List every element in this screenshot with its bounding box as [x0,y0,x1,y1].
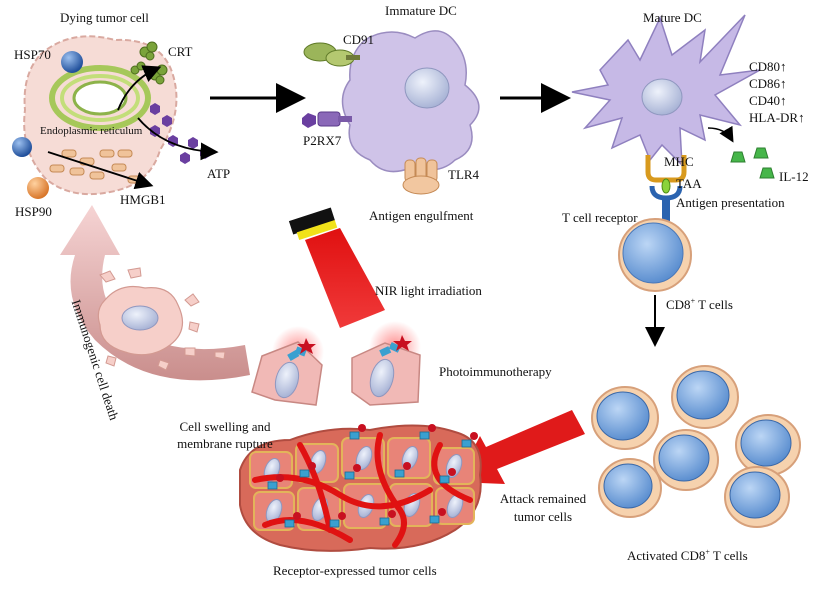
t-cell [618,218,692,292]
immature-dc [302,30,480,195]
label-t-cell-receptor: T cell receptor [562,210,638,225]
label-photoimmunotherapy: Photoimmunotherapy [439,364,552,379]
dying-tumor-cell [12,35,219,199]
label-receptor-expressed-tumor-cells: Receptor-expressed tumor cells [273,563,437,578]
mature-dc [571,14,775,292]
label-dying-tumor-cell: Dying tumor cell [60,10,149,25]
pit-cell-right [351,321,421,406]
label-tlr4: TLR4 [448,167,480,182]
pit-cell-left [251,326,324,406]
label-p2rx7: P2RX7 [303,133,342,148]
activated-t-cells [591,365,801,528]
label-cd80: CD80↑ [749,59,787,74]
cd91-receptor [303,42,360,67]
label-antigen-presentation: Antigen presentation [676,195,785,210]
label-taa: TAA [676,176,702,191]
label-crt: CRT [168,44,193,59]
label-hsp90: HSP90 [15,204,52,219]
label-membrane-rupture: membrane rupture [177,436,273,451]
label-antigen-engulfment: Antigen engulfment [369,208,474,223]
label-cd91: CD91 [343,32,375,47]
label-hsp70: HSP70 [14,47,51,62]
label-immature-dc: Immature DC [385,3,457,18]
label-hmgb1: HMGB1 [120,192,166,207]
label-activated-cd8-t-cells: Activated CD8+ T cells [627,547,748,563]
label-endoplasmic-reticulum: Endoplasmic reticulum [40,125,143,137]
hsp90-sphere [27,177,49,199]
label-cd40: CD40↑ [749,93,787,108]
label-mature-dc: Mature DC [643,10,702,25]
label-cd86: CD86↑ [749,76,787,91]
label-nir-light: NIR light irradiation [375,283,482,298]
nir-laser [288,207,385,328]
p2rx7-receptor [302,111,352,128]
il12-cytokines [730,147,775,179]
label-atp: ATP [207,166,231,181]
hsp70-sphere [61,51,83,73]
label-hla-dr: HLA-DR↑ [749,110,805,125]
ruptured-cell [97,267,226,371]
label-cell-swelling: Cell swelling and [179,419,271,434]
label-mhc: MHC [664,154,694,169]
tumor-tissue [239,424,482,552]
label-attack-line2: tumor cells [513,509,573,524]
mhc-tcr-complex [645,155,687,224]
tlr4-receptor [402,157,440,195]
label-cd8-t-cells: CD8+ T cells [666,296,733,312]
label-il12: IL-12 [779,169,809,184]
label-attack-line1: Attack remained [499,491,587,506]
